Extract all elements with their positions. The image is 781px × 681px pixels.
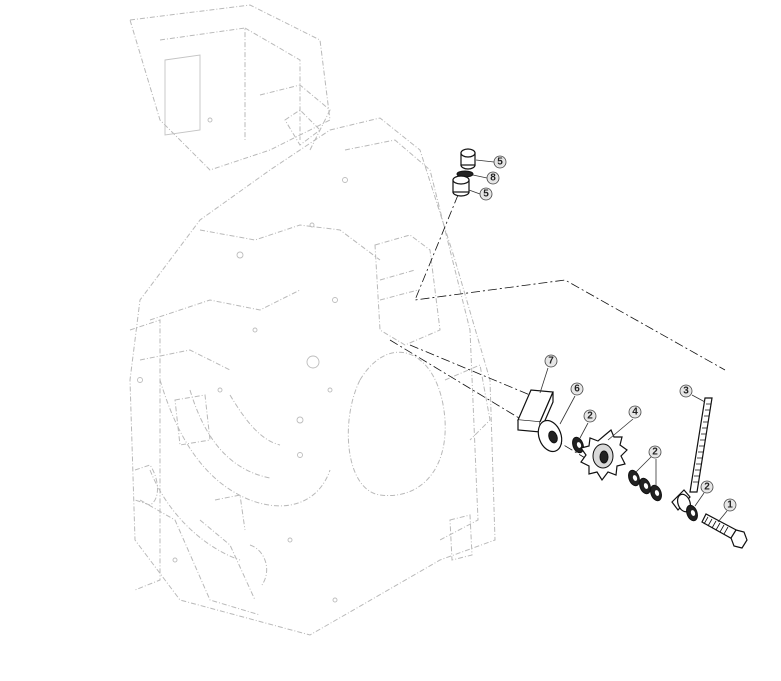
callout-5-upper: 5	[497, 157, 503, 168]
callouts: 5 8 5 7 6 2 4 2 3 2	[468, 155, 737, 523]
large-washer	[537, 419, 563, 453]
threaded-rod	[689, 397, 713, 493]
machine-frame-outline	[129, 4, 496, 636]
bushing-upper	[460, 148, 476, 170]
callout-7: 7	[548, 356, 554, 367]
washer-2-group	[628, 469, 662, 502]
washer-2-right	[686, 504, 698, 522]
callout-2-left: 2	[587, 411, 593, 422]
hex-bolt	[701, 513, 748, 549]
bushing-lower	[452, 175, 470, 197]
callout-6: 6	[574, 384, 580, 395]
assembly-leader-lines	[389, 194, 726, 471]
callout-2-right: 2	[704, 482, 710, 493]
sprocket	[579, 429, 628, 482]
callout-2-group: 2	[652, 447, 658, 458]
callout-4: 4	[632, 407, 638, 418]
callout-1: 1	[727, 500, 733, 511]
washer-2-left	[572, 436, 584, 454]
callout-5-lower: 5	[483, 189, 489, 200]
callout-8: 8	[490, 173, 496, 184]
callout-3: 3	[683, 386, 689, 397]
